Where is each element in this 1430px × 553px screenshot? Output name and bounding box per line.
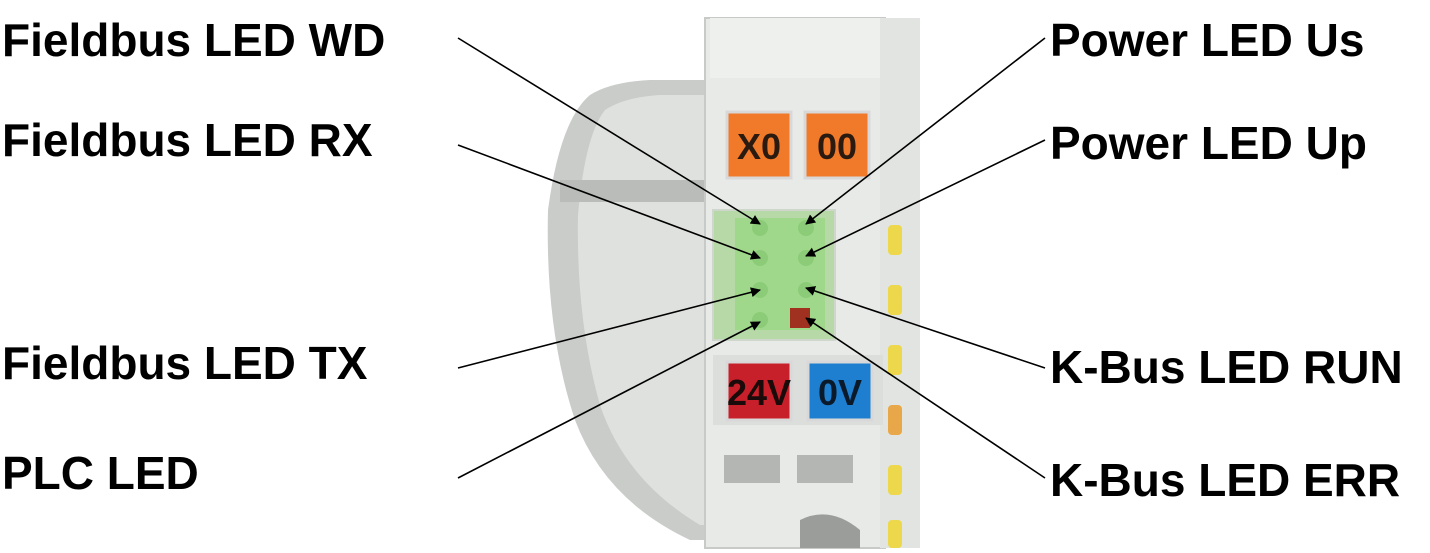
device-side-band <box>560 180 720 202</box>
callout-line-kbus-err <box>805 317 1046 479</box>
tag-00-plate <box>803 110 871 180</box>
contact-1 <box>888 225 902 255</box>
tag-24v-plate <box>725 360 793 422</box>
contact-6 <box>888 520 902 548</box>
callout-line-fieldbus-rx <box>457 144 761 260</box>
callout-line-power-us <box>805 37 1046 225</box>
label-kbus-led-err: K-Bus LED ERR <box>1050 454 1401 506</box>
led-panel-inner <box>735 218 825 330</box>
terminal-clip <box>800 514 860 548</box>
device-right-rail <box>880 18 920 548</box>
label-fieldbus-led-wd: Fieldbus LED WD <box>2 14 386 66</box>
label-plc-led: PLC LED <box>2 447 199 499</box>
tag-0v-plate <box>806 360 874 422</box>
bus-coupler-device: X0 00 24V 0V <box>547 17 920 549</box>
callout-line-kbus-run <box>805 286 1046 369</box>
callout-line-fieldbus-wd <box>457 37 761 225</box>
contact-2 <box>888 285 902 315</box>
led-err <box>790 308 810 328</box>
tag-0v-text: 0V <box>818 372 862 413</box>
label-kbus-led-run: K-Bus LED RUN <box>1050 341 1403 393</box>
contact-3 <box>888 345 902 375</box>
callout-line-power-up <box>805 139 1046 257</box>
led-wd <box>752 220 768 236</box>
terminal-slot-left <box>724 455 780 483</box>
label-fieldbus-led-tx: Fieldbus LED TX <box>2 337 368 389</box>
device-top-cap <box>710 18 880 78</box>
contact-5 <box>888 465 902 495</box>
terminal-slot-right <box>797 455 853 483</box>
callout-lines <box>457 37 1046 479</box>
callout-line-fieldbus-tx <box>457 287 761 369</box>
label-fieldbus-led-rx: Fieldbus LED RX <box>2 114 373 166</box>
tag-x0-text: X0 <box>737 126 781 167</box>
callout-line-plc <box>457 321 761 479</box>
tag-00-text: 00 <box>817 126 857 167</box>
tag-24v-text: 24V <box>727 372 791 413</box>
contact-4 <box>888 405 902 435</box>
led-us <box>798 220 814 236</box>
label-power-led-up: Power LED Up <box>1050 117 1367 169</box>
label-power-led-us: Power LED Us <box>1050 14 1365 66</box>
tag-x0-plate <box>725 110 793 180</box>
